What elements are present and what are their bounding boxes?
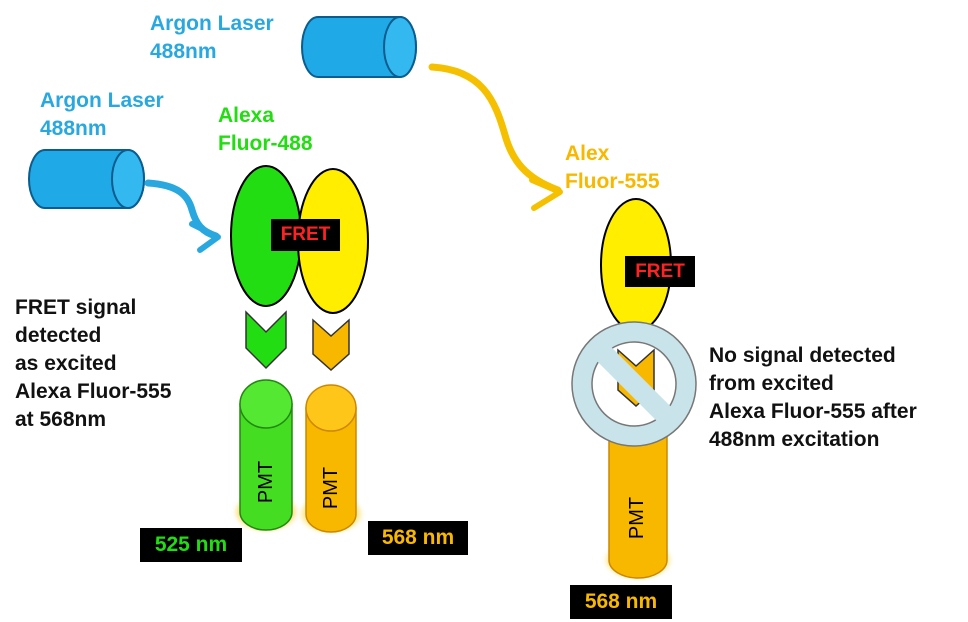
laser-label-left: Argon Laser 488nm	[40, 87, 164, 143]
alexa-555-label: Alex Fluor-555	[565, 140, 660, 196]
alexa-488-label-line1: Alexa	[218, 104, 275, 127]
argon-laser-top	[301, 16, 417, 78]
alexa-555-label-line1: Alex	[565, 142, 610, 165]
pmt-right-label: PMT	[626, 496, 648, 540]
pmt-orange-left	[301, 384, 361, 533]
laser-label-top: Argon Laser 488nm	[150, 10, 274, 66]
laser-label-top-line1: Argon Laser	[150, 12, 274, 35]
description-left-line4: Alexa Fluor-555	[15, 380, 172, 403]
wavelength-525-badge: 525 nm	[140, 528, 242, 562]
wavelength-568-badge-left: 568 nm	[368, 521, 468, 555]
green-emission-chevron	[245, 310, 287, 370]
laser-label-top-line2: 488nm	[150, 40, 217, 63]
description-right-line1: No signal detected	[709, 344, 896, 367]
pmt-orange-label: PMT	[320, 466, 342, 510]
wavelength-568-badge-right: 568 nm	[570, 585, 672, 619]
alexa-488-label: Alexa Fluor-488	[218, 102, 313, 158]
description-left-line5: at 568nm	[15, 408, 107, 431]
alexa-488-label-line2: Fluor-488	[218, 132, 313, 155]
description-right-line4: 488nm excitation	[709, 428, 880, 451]
description-right-line3: Alexa Fluor-555 after	[709, 400, 917, 423]
excitation-arrow-left	[144, 179, 221, 253]
pmt-green	[236, 379, 296, 531]
description-left-line2: detected	[15, 324, 102, 347]
fret-badge-right: FRET	[625, 256, 695, 287]
pmt-green-label: PMT	[255, 460, 277, 504]
description-right-line2: from excited	[709, 372, 834, 395]
no-signal-description: No signal detected from excited Alexa Fl…	[709, 342, 917, 454]
no-signal-icon	[571, 321, 697, 447]
excitation-arrow-right	[428, 63, 563, 211]
laser-label-left-line2: 488nm	[40, 117, 107, 140]
argon-laser-left	[28, 149, 145, 209]
description-left-line1: FRET signal	[15, 296, 137, 319]
pmt-right	[606, 435, 670, 579]
alexa-555-label-line2: Fluor-555	[565, 170, 660, 193]
laser-label-left-line1: Argon Laser	[40, 89, 164, 112]
orange-emission-chevron	[312, 318, 350, 372]
description-left-line3: as excited	[15, 352, 117, 375]
fret-signal-description: FRET signal detected as excited Alexa Fl…	[15, 294, 171, 434]
fret-badge-left: FRET	[271, 219, 340, 251]
